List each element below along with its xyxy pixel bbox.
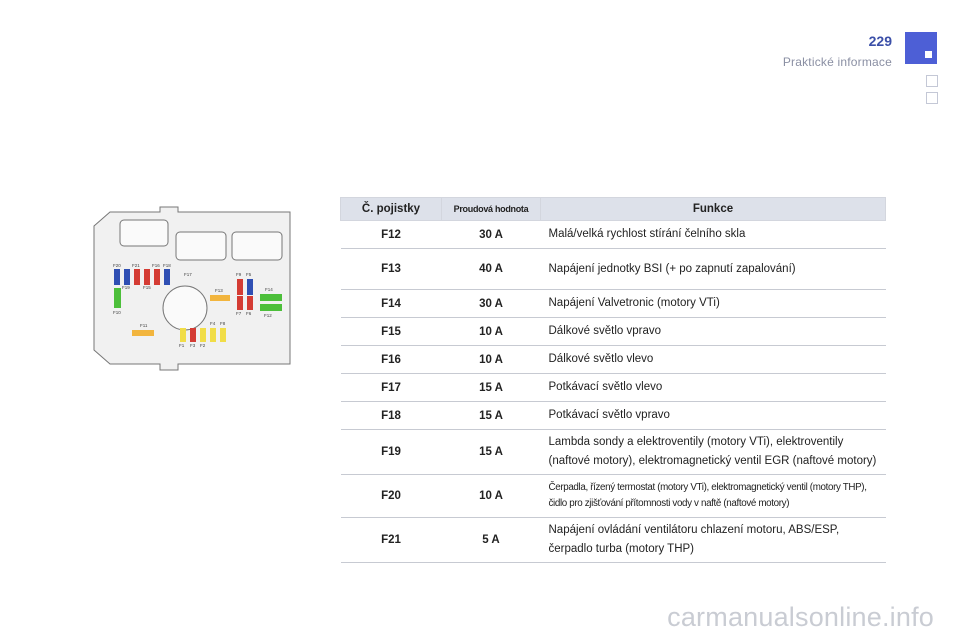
fuse-function: Napájení Valvetronic (motory VTi) (540, 289, 886, 318)
fuse-f3-body (190, 328, 196, 342)
table-row: F16 10 A Dálkové světlo vlevo (340, 345, 886, 374)
fuse-box-diagram: F20 F21 F16 F18 F17 F19 F15 F9 F5 F13 F1… (93, 206, 291, 371)
table-row: F13 40 A Napájení jednotky BSI (+ po zap… (340, 248, 886, 290)
fuse-current: 15 A (441, 373, 541, 402)
fuse-function: Dálkové světlo vlevo (540, 345, 886, 374)
table-row: F19 15 A Lambda sondy a elektroventily (… (340, 429, 886, 475)
label-f2: F2 (200, 343, 206, 348)
fuse-function: Potkávací světlo vlevo (540, 373, 886, 402)
fuse-current: 30 A (441, 289, 541, 318)
chapter-tab (905, 32, 937, 64)
relay-3 (231, 231, 283, 261)
fuse-number: F12 (340, 220, 442, 249)
label-f19: F19 (122, 285, 130, 290)
fuse-function: Napájení ovládání ventilátoru chlazení m… (540, 517, 886, 563)
fuse-f9-body (237, 279, 243, 295)
label-f11: F11 (140, 323, 148, 328)
fuse-number: F13 (340, 248, 442, 290)
fuse-f21-body (124, 269, 130, 285)
chapter-tab-empty-1 (926, 75, 938, 87)
label-f8: F8 (220, 321, 226, 326)
label-f13: F13 (215, 288, 223, 293)
label-f1: F1 (179, 343, 185, 348)
fuse-f16-body (134, 269, 140, 285)
fuse-number: F19 (340, 429, 442, 475)
fuse-f2-body (200, 328, 206, 342)
fuse-f4-body (210, 328, 216, 342)
fuse-f12-body (260, 304, 282, 311)
label-f3: F3 (190, 343, 196, 348)
fuse-function: Dálkové světlo vpravo (540, 317, 886, 346)
label-f16: F16 (152, 263, 160, 268)
fuse-current: 5 A (441, 517, 541, 563)
fuse-number: F20 (340, 474, 442, 518)
fuse-f6-body (247, 296, 253, 310)
label-f14: F14 (265, 287, 273, 292)
fuse-f18-body (154, 269, 160, 285)
fuse-number: F21 (340, 517, 442, 563)
fuse-f7-body (237, 296, 243, 310)
fuse-current: 30 A (441, 220, 541, 249)
label-f15: F15 (143, 285, 151, 290)
fuse-number: F14 (340, 289, 442, 318)
table-row: F15 10 A Dálkové světlo vpravo (340, 317, 886, 346)
fuse-current: 15 A (441, 429, 541, 475)
page-number: 229 (868, 33, 892, 49)
table-row: F20 10 A Čerpadla, řízený termostat (mot… (340, 474, 886, 518)
label-f5: F5 (246, 272, 252, 277)
fuse-function: Potkávací světlo vpravo (540, 401, 886, 430)
label-f20: F20 (113, 263, 121, 268)
relay-2 (175, 231, 227, 261)
fuse-number: F16 (340, 345, 442, 374)
fuse-current: 10 A (441, 317, 541, 346)
central-connector (162, 285, 208, 331)
label-f7: F7 (236, 311, 242, 316)
table-row: F18 15 A Potkávací světlo vpravo (340, 401, 886, 430)
fuse-current: 10 A (441, 474, 541, 518)
fuse-f5-body (247, 279, 253, 295)
label-f17: F17 (184, 272, 192, 277)
fuse-function: Lambda sondy a elektroventily (motory VT… (540, 429, 886, 475)
fuse-f8-body (220, 328, 226, 342)
table-row: F12 30 A Malá/velká rychlost stírání čel… (340, 220, 886, 249)
fuse-f17-body (164, 269, 170, 285)
fuse-f1-body (180, 328, 186, 342)
header-current: Proudová hodnota (441, 197, 541, 221)
fuse-f11-body (132, 330, 154, 336)
label-f6: F6 (246, 311, 252, 316)
fuse-function: Čerpadla, řízený termostat (motory VTi),… (540, 474, 886, 518)
fuse-number: F18 (340, 401, 442, 430)
fuse-f13-body (210, 295, 230, 301)
fuse-number: F15 (340, 317, 442, 346)
table-row: F17 15 A Potkávací světlo vlevo (340, 373, 886, 402)
watermark: carmanualsonline.info (667, 602, 934, 632)
header-fuse-number: Č. pojistky (340, 197, 442, 221)
fuse-table: Č. pojistky Proudová hodnota Funkce F12 … (340, 197, 886, 563)
fuse-current: 40 A (441, 248, 541, 290)
section-title: Praktické informace (782, 55, 892, 69)
fuse-number: F17 (340, 373, 442, 402)
fuse-current: 10 A (441, 345, 541, 374)
tab-marker-icon (925, 51, 932, 58)
label-f18: F18 (163, 263, 171, 268)
fuse-function: Malá/velká rychlost stírání čelního skla (540, 220, 886, 249)
fuse-f15-body (144, 269, 150, 285)
chapter-tab-empty-2 (926, 92, 938, 104)
fuse-current: 15 A (441, 401, 541, 430)
fuse-f10-body (114, 288, 121, 308)
label-f21: F21 (132, 263, 140, 268)
label-f4: F4 (210, 321, 216, 326)
header-function: Funkce (540, 197, 886, 221)
fuse-f20-body (114, 269, 120, 285)
table-row: F21 5 A Napájení ovládání ventilátoru ch… (340, 517, 886, 563)
table-header-row: Č. pojistky Proudová hodnota Funkce (340, 197, 886, 221)
relay-1 (119, 219, 169, 247)
label-f9: F9 (236, 272, 242, 277)
label-f12: F12 (264, 313, 272, 318)
fuse-f14-body (260, 294, 282, 301)
fuse-function: Napájení jednotky BSI (+ po zapnutí zapa… (540, 248, 886, 290)
table-row: F14 30 A Napájení Valvetronic (motory VT… (340, 289, 886, 318)
label-f10: F10 (113, 310, 121, 315)
